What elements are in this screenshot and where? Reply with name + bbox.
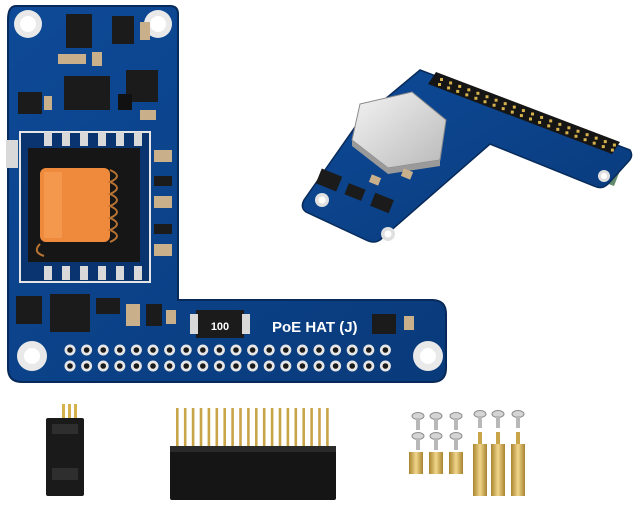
brass-spacer (409, 452, 423, 474)
screw (449, 432, 463, 450)
header-pin (262, 408, 266, 448)
brass-spacer (429, 452, 443, 474)
gpio-header-holes (64, 344, 391, 372)
header-pin (270, 408, 274, 448)
board-name-label: PoE HAT (J) (272, 319, 358, 336)
assembled-board (301, 69, 633, 243)
header-pin (318, 408, 321, 448)
transformer (19, 131, 151, 283)
brass-standoff (491, 444, 505, 496)
header-pin (255, 408, 258, 448)
mounting-hole-top-right (144, 10, 172, 38)
screw (491, 410, 505, 428)
screws-and-standoffs (409, 410, 525, 496)
mounting-hole-top-left (14, 10, 42, 38)
screw (473, 410, 487, 428)
mounting-hole-bottom-right (413, 341, 443, 371)
header-pin (239, 408, 242, 448)
header-pin (326, 408, 329, 448)
header-pin (247, 408, 250, 448)
screw (411, 412, 425, 430)
brass-standoff (511, 444, 525, 496)
brass-spacer (449, 452, 463, 474)
header-pin (191, 408, 195, 448)
header-pin (176, 408, 179, 448)
header-pin (231, 408, 234, 448)
header-pin (199, 408, 203, 448)
header-pin (223, 408, 226, 448)
header-pin (286, 408, 290, 448)
inductor-code: 100 (211, 321, 229, 333)
mounting-hole-bottom-left (17, 341, 47, 371)
angled-gpio-header (428, 72, 620, 154)
main-board: 100 PoE HAT (J) (6, 5, 447, 383)
header-pin (294, 408, 298, 448)
header-pin (207, 408, 211, 448)
screw (411, 432, 425, 450)
header-pin (183, 408, 187, 448)
header-pin (310, 408, 313, 448)
header-pin (278, 408, 282, 448)
inductor: 100 (190, 310, 250, 338)
screw (429, 432, 443, 450)
screw (429, 412, 443, 430)
header-pin (215, 408, 219, 448)
fan-jumper-connector (46, 404, 84, 496)
screw (511, 410, 525, 428)
brass-standoff (473, 444, 487, 496)
header-pin (302, 408, 305, 448)
female-pin-header (170, 408, 336, 500)
metal-shield (351, 91, 447, 174)
screw (449, 412, 463, 430)
